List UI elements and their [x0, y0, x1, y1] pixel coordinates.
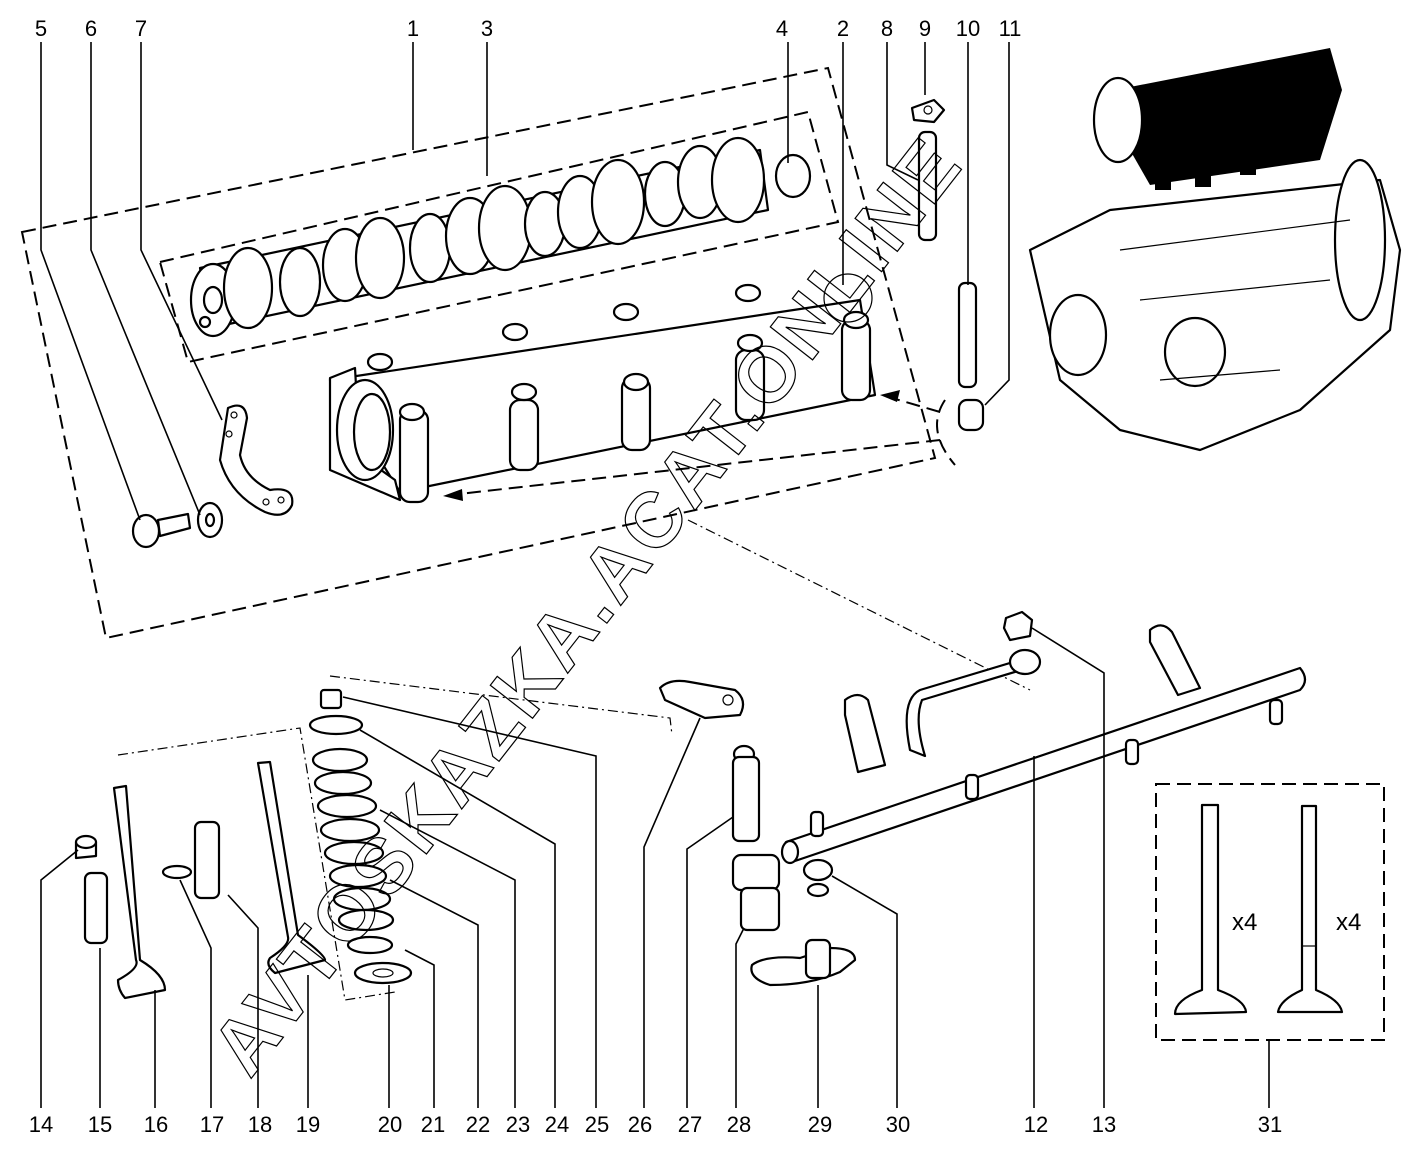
part-label-16: 16 — [144, 1112, 168, 1137]
camshaft — [189, 136, 770, 338]
intake-valve — [112, 784, 167, 1000]
bracket-29 — [750, 938, 857, 987]
carrier-to-pipe-line — [687, 519, 1031, 691]
valve-assembly-outline — [117, 727, 396, 1001]
dowel-arc — [936, 399, 956, 466]
valve-set-intake — [1173, 803, 1248, 1016]
part-label-7: 7 — [135, 16, 147, 41]
part-label-23: 23 — [506, 1112, 530, 1137]
part-label-15: 15 — [88, 1112, 112, 1137]
part-label-18: 18 — [248, 1112, 272, 1137]
stud-10 — [957, 281, 978, 389]
part-label-8: 8 — [881, 16, 893, 41]
part-label-6: 6 — [85, 16, 97, 41]
washer — [196, 501, 224, 539]
part-label-24: 24 — [545, 1112, 569, 1137]
nut-9 — [910, 98, 946, 124]
camshaft-carrier — [328, 273, 877, 504]
part-label-29: 29 — [808, 1112, 832, 1137]
part-label-31: 31 — [1258, 1112, 1282, 1137]
part-label-27: 27 — [678, 1112, 702, 1137]
nut-13 — [1002, 610, 1034, 642]
intake-quantity: x4 — [1232, 909, 1257, 936]
bolt — [131, 512, 192, 549]
part-label-25: 25 — [585, 1112, 609, 1137]
valve-set-box — [1155, 783, 1385, 1041]
part-label-19: 19 — [296, 1112, 320, 1137]
leader-lines-bottom — [40, 627, 1270, 1108]
part-label-21: 21 — [421, 1112, 445, 1137]
part-label-30: 30 — [886, 1112, 910, 1137]
part-label-1: 1 — [407, 16, 419, 41]
group-box-1 — [20, 66, 937, 640]
collet-to-rocker-line — [329, 675, 673, 736]
part-label-13: 13 — [1092, 1112, 1116, 1137]
part-label-10: 10 — [956, 16, 980, 41]
hydraulic-lash-adjuster — [731, 744, 761, 843]
part-label-20: 20 — [378, 1112, 402, 1137]
part-label-12: 12 — [1024, 1112, 1048, 1137]
exhaust-quantity: x4 — [1336, 909, 1361, 936]
valve-set-exhaust — [1276, 804, 1344, 1014]
part-label-17: 17 — [200, 1112, 224, 1137]
part-label-3: 3 — [481, 16, 493, 41]
oil-jet — [802, 858, 834, 898]
camshaft-plug — [774, 153, 812, 199]
dowel-sleeve — [957, 398, 985, 432]
oil-gallery-pipe — [780, 624, 1307, 865]
circlip — [161, 864, 193, 880]
stud-8 — [917, 130, 938, 242]
valve-spring-assembly — [308, 688, 413, 985]
leader-lines-top — [40, 42, 1010, 521]
part-label-14: 14 — [29, 1112, 53, 1137]
part-label-28: 28 — [727, 1112, 751, 1137]
part-label-22: 22 — [466, 1112, 490, 1137]
part-label-2: 2 — [837, 16, 849, 41]
arrow-head-upper — [880, 390, 900, 402]
engine-illustration — [1028, 48, 1402, 452]
assembly-arrow-lower — [449, 439, 941, 496]
lifting-bracket — [218, 404, 294, 516]
valve-guide-15 — [83, 871, 109, 945]
rocker-arm — [658, 679, 745, 720]
part-label-5: 5 — [35, 16, 47, 41]
valve-stem-seal — [74, 834, 98, 860]
arrow-head-lower — [443, 489, 463, 501]
adjuster-housing — [731, 853, 781, 932]
part-label-26: 26 — [628, 1112, 652, 1137]
part-label-4: 4 — [776, 16, 788, 41]
part-label-9: 9 — [919, 16, 931, 41]
valve-guide-18 — [193, 820, 221, 900]
exhaust-valve — [256, 760, 327, 975]
part-label-11: 11 — [999, 16, 1022, 41]
